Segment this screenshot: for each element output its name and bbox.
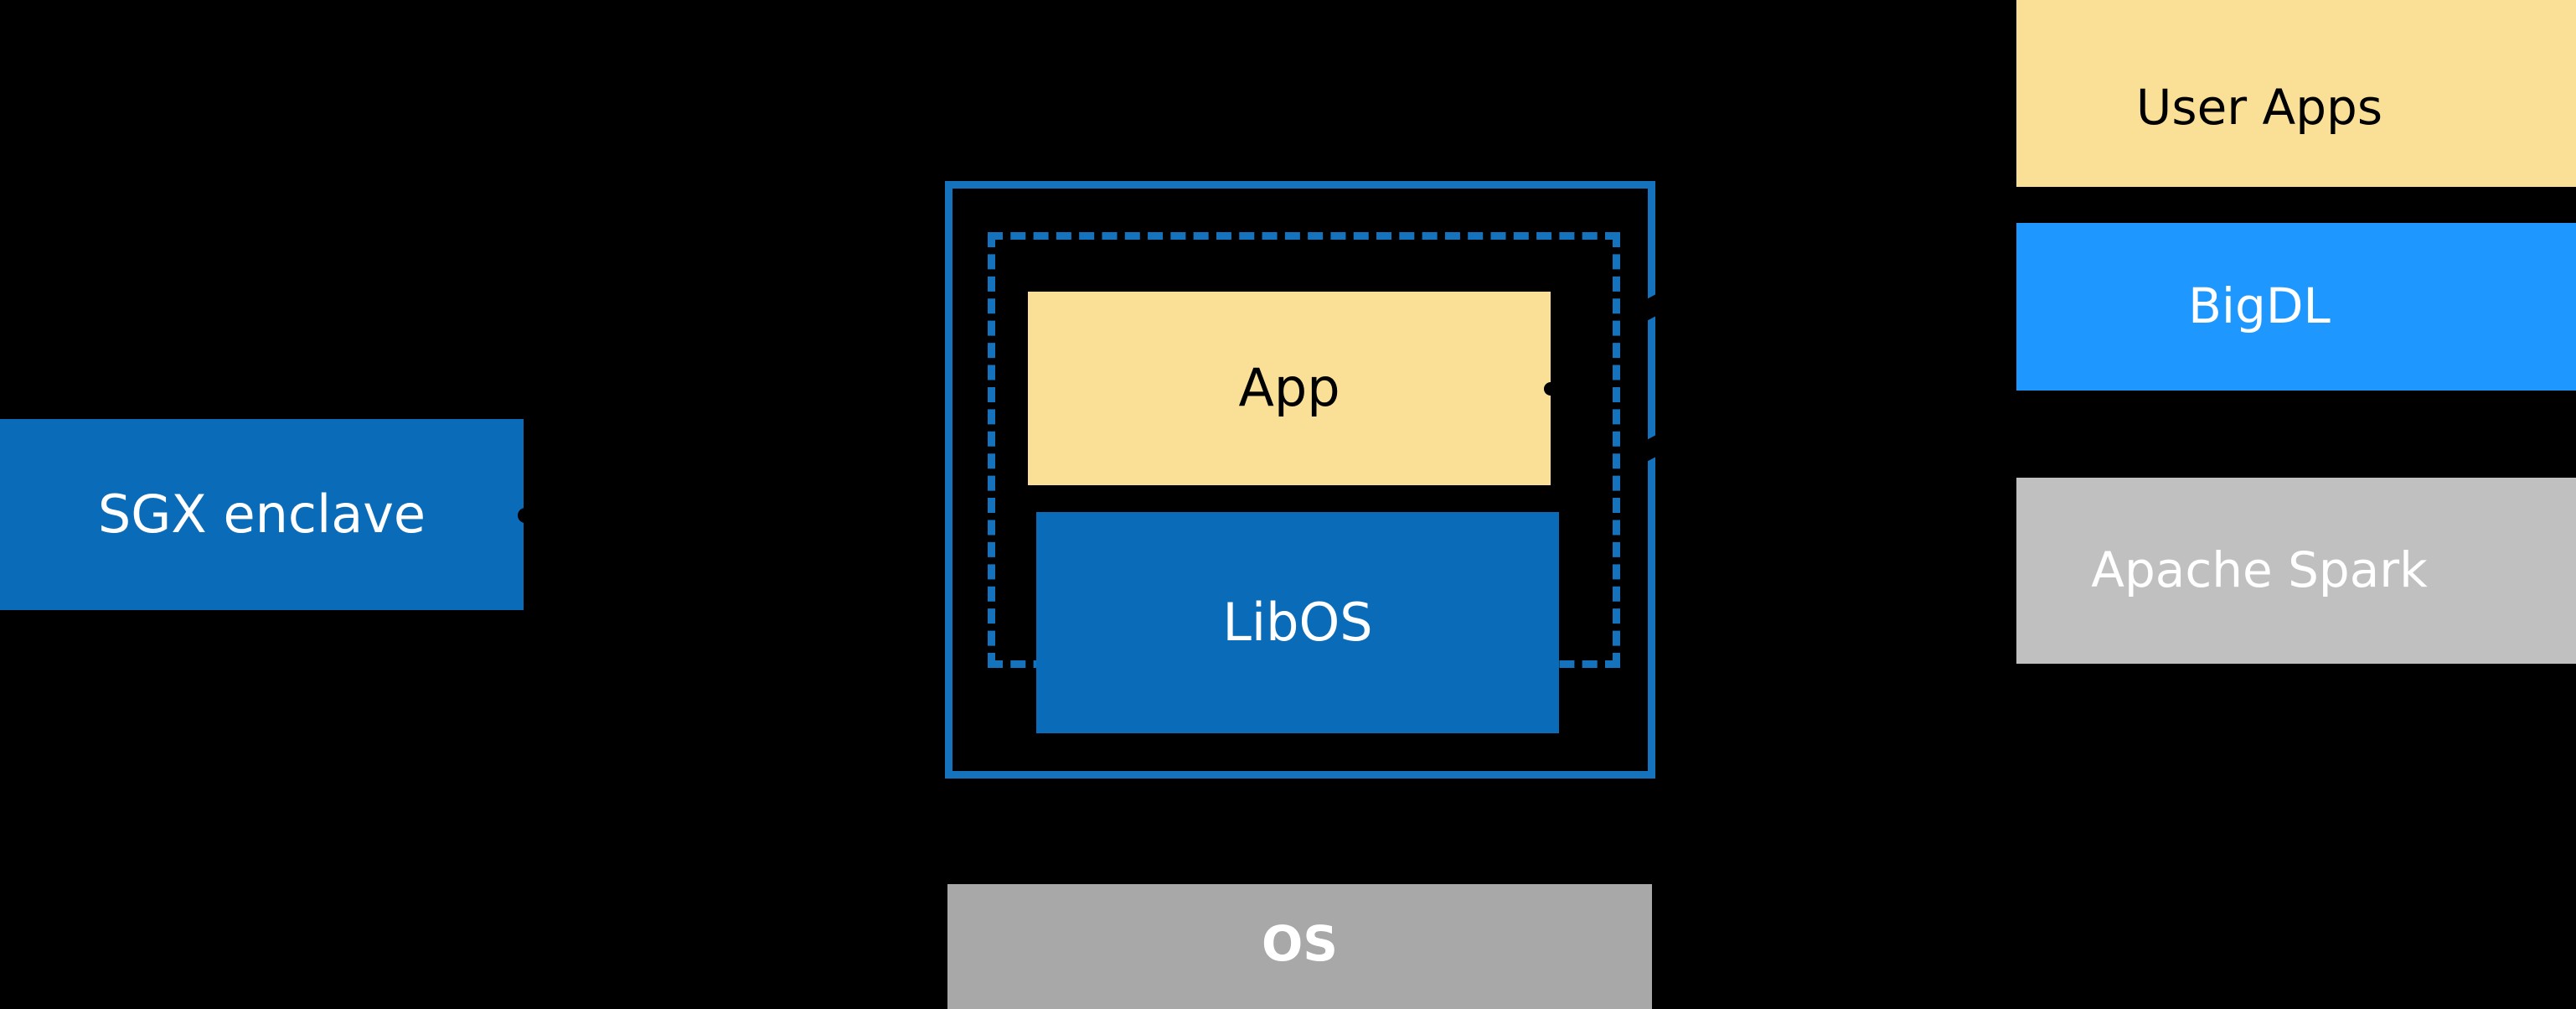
libos-label: LibOS — [1222, 591, 1373, 653]
bigdl-box[interactable]: BigDL — [2016, 223, 2576, 391]
sgx-connector-dot-icon — [518, 508, 533, 523]
libos-box[interactable]: LibOS — [1036, 512, 1559, 733]
enclave-outer-frame — [945, 181, 1655, 779]
app-connector-dot-icon — [1544, 382, 1557, 396]
sgx-enclave-label: SGX enclave — [97, 483, 426, 545]
os-box[interactable]: OS — [947, 884, 1652, 1009]
os-label: OS — [1261, 915, 1339, 972]
apache-spark-box[interactable]: Apache Spark — [2016, 478, 2576, 664]
app-label: App — [1238, 357, 1340, 419]
sgx-enclave-box[interactable]: SGX enclave — [0, 419, 524, 610]
app-box[interactable]: App — [1028, 292, 1551, 485]
apache-spark-label: Apache Spark — [2091, 541, 2428, 599]
user-apps-box[interactable]: User Apps — [2016, 0, 2576, 187]
user-apps-label: User Apps — [2135, 79, 2383, 137]
bigdl-label: BigDL — [2188, 277, 2331, 335]
